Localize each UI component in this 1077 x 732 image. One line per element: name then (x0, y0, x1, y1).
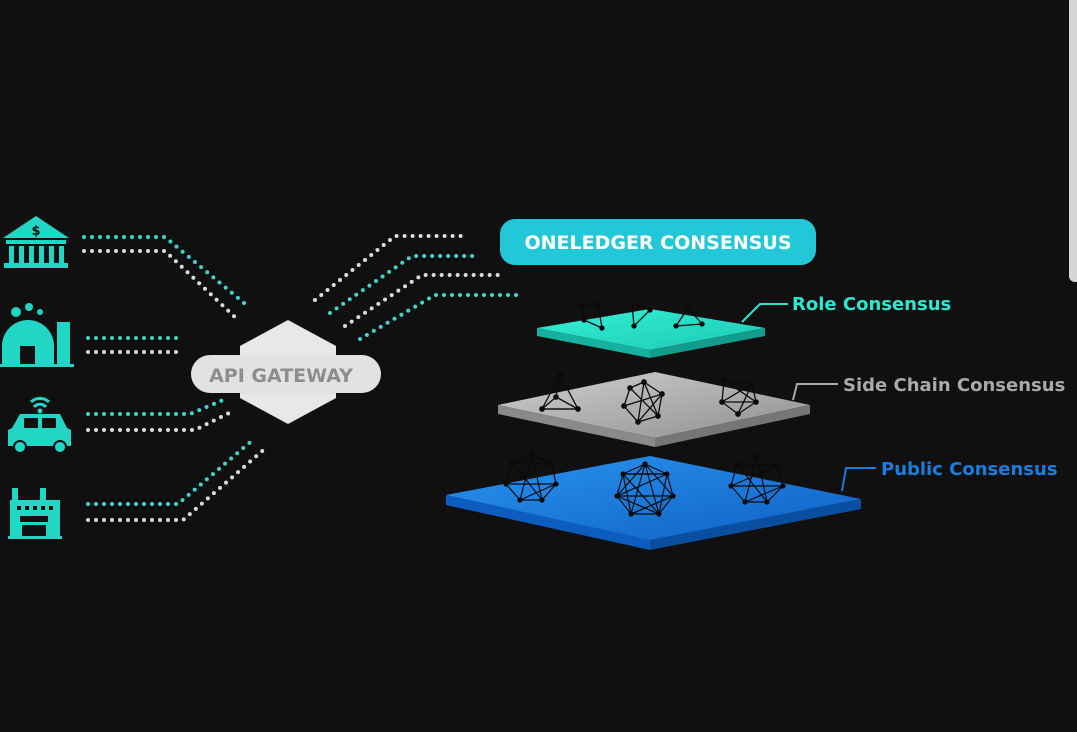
connector-out-4 (358, 293, 522, 341)
layer-label-role: Role Consensus (741, 294, 951, 323)
network-graph (629, 301, 653, 329)
network-graph (673, 305, 705, 329)
connector-bank-1 (82, 235, 252, 310)
api-gateway-label: API GATEWAY (209, 365, 353, 387)
consensus-title: ONELEDGER CONSENSUS (524, 232, 791, 254)
connector-bank-2 (82, 249, 240, 322)
network-graph (539, 372, 581, 412)
public-consensus-label: Public Consensus (881, 459, 1058, 480)
left-connectors (82, 235, 270, 522)
role-consensus-layer (537, 301, 765, 358)
connector-out-1 (313, 234, 470, 302)
side-chain-consensus-label: Side Chain Consensus (843, 375, 1065, 396)
consensus-title-badge: ONELEDGER CONSENSUS (500, 219, 816, 265)
bank-icon: $ (3, 216, 69, 268)
layer-label-side-chain: Side Chain Consensus (792, 375, 1065, 401)
connector-car-2 (86, 408, 237, 432)
public-consensus-layer (446, 451, 861, 550)
side-chain-consensus-layer (498, 372, 810, 447)
network-graph (614, 461, 676, 517)
right-connectors (313, 234, 522, 341)
side-chain-network-graphs (539, 372, 759, 425)
connector-building-2 (86, 444, 270, 522)
connected-car-icon (8, 396, 71, 454)
network-graph (579, 301, 605, 331)
factory-dome-icon (0, 303, 74, 367)
connector-out-3 (343, 273, 504, 328)
role-network-graphs (579, 301, 705, 331)
network-graph (621, 379, 665, 425)
connector-building-1 (86, 436, 257, 506)
connector-out-2 (328, 254, 476, 315)
network-graph (719, 377, 759, 417)
api-gateway-node: API GATEWAY (191, 320, 381, 424)
role-consensus-label: Role Consensus (792, 294, 951, 315)
public-network-graphs (503, 451, 786, 517)
network-graph (503, 451, 559, 503)
scrollbar[interactable] (1069, 0, 1077, 282)
building-icon (8, 488, 62, 539)
layer-label-public: Public Consensus (841, 459, 1058, 492)
connector-car-1 (86, 396, 230, 416)
svg-text:$: $ (31, 224, 40, 239)
network-graph (728, 453, 786, 505)
